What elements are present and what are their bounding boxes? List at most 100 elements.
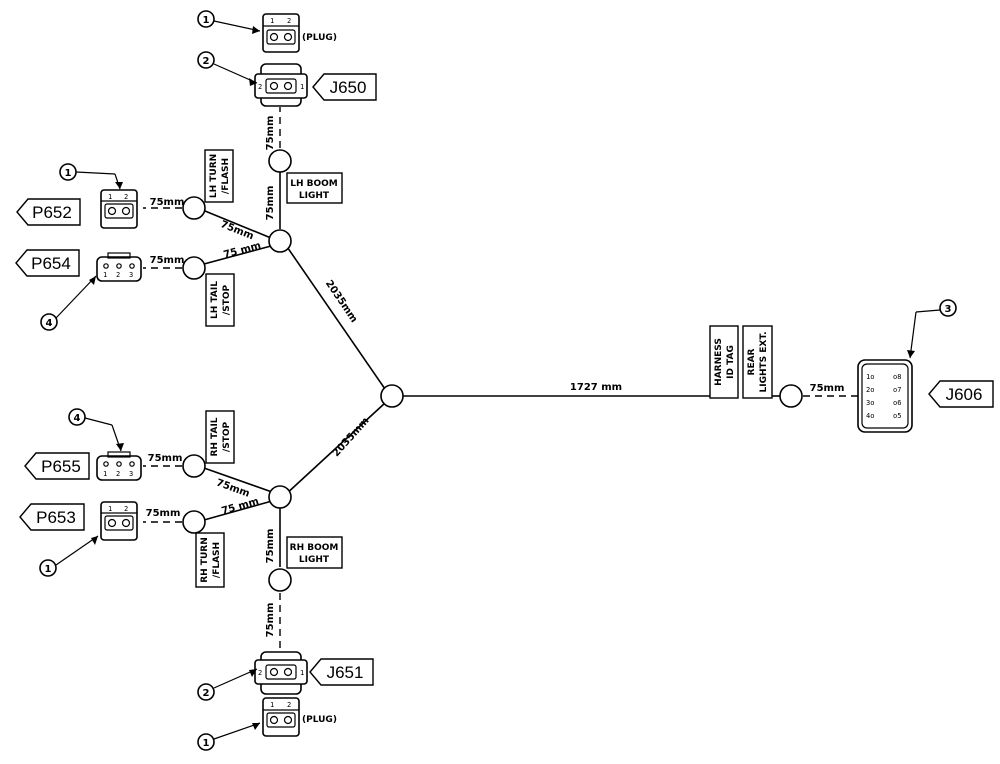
flag-p653: P653 (19, 503, 85, 531)
tag-harness-line2: ID TAG (726, 345, 736, 379)
callout-1-bottom-text: 1 (203, 738, 210, 749)
junction-upper (268, 229, 292, 253)
connector-p654: 1 2 3 (96, 252, 142, 282)
p653-pin1: 1 (108, 505, 112, 513)
plug-bottom-label: (PLUG) (302, 715, 337, 725)
tag-rh-tail-stop: RH TAIL /STOP (205, 410, 235, 464)
callout-2-j651: 2 (197, 668, 258, 701)
p653-pin2: 2 (124, 505, 128, 513)
connector-p655: 1 2 3 (96, 451, 142, 481)
wire-upper-to-lh-tail (203, 245, 272, 265)
callout-4-p655-text: 4 (74, 413, 81, 424)
lower-branch-wire (283, 402, 386, 497)
tag-lh-tail-stop: LH TAIL /STOP (205, 273, 235, 327)
length-label-j650: 75mm (265, 116, 276, 151)
callout-2-j651-text: 2 (203, 688, 210, 699)
tag-rear-line1: REAR (747, 348, 757, 375)
j606-pin6: o6 (893, 399, 901, 407)
upper-branch-wire (282, 240, 386, 390)
tag-rh-boom-line2: LIGHT (299, 555, 330, 565)
p655-pin1: 1 (103, 470, 107, 478)
flag-j650: J650 (312, 73, 377, 101)
tag-lh-boom-line2: LIGHT (299, 191, 330, 201)
j651-pin2: 2 (258, 669, 262, 677)
length-label-p652: 75mm (150, 197, 185, 208)
flag-p654-text: P654 (31, 254, 71, 273)
plug-bottom-pin1: 1 (270, 701, 274, 709)
callout-1-p653: 1 (39, 535, 99, 577)
tag-rh-boom-line1: RH BOOM (290, 543, 339, 553)
j606-pin5: o5 (893, 412, 901, 420)
plug-top-pin1: 1 (270, 17, 274, 25)
j606-pin4: 4o (866, 412, 874, 420)
p655-pin3: 3 (129, 470, 133, 478)
node-lh-turn (182, 196, 206, 220)
length-label-p655: 75mm (148, 453, 183, 464)
connector-p652: 1 2 (100, 189, 138, 229)
p652-pin2: 2 (124, 193, 128, 201)
plug-bottom-pin2: 2 (287, 701, 291, 709)
j606-pin1: 1o (866, 373, 874, 381)
length-label-rh-tail: 75mm (215, 478, 251, 500)
plug-top: 1 2 (PLUG) (262, 13, 337, 53)
length-label-p654: 75mm (150, 255, 185, 266)
callout-4-p654: 4 (40, 275, 97, 331)
node-lh-boom (268, 149, 292, 173)
flag-p654: P654 (15, 249, 80, 277)
tag-lh-boom-line1: LH BOOM (290, 179, 338, 189)
j650-pin1: 1 (300, 83, 304, 91)
flag-p655-text: P655 (41, 457, 81, 476)
flag-j651-text: J651 (327, 663, 364, 682)
tag-harness-id: HARNESS ID TAG (709, 325, 739, 399)
length-label-upper-branch: 2035mm (323, 278, 359, 325)
tag-harness-line1: HARNESS (714, 338, 724, 386)
tag-lh-tail-line1: LH TAIL (210, 281, 220, 319)
p655-pin2: 2 (116, 470, 120, 478)
p654-pin2: 2 (116, 271, 120, 279)
callout-2-j650: 2 (197, 51, 258, 86)
callout-4-p654-text: 4 (46, 318, 53, 329)
connector-p653: 1 2 (100, 501, 138, 541)
junction-lower (268, 485, 292, 509)
wire-lower-to-rh-tail (203, 467, 273, 493)
j606-pin3: 3o (866, 399, 874, 407)
length-label-lower-branch: 2035mm (331, 416, 372, 460)
tag-rh-tail-line2: /STOP (222, 422, 232, 453)
flag-j650-text: J650 (330, 78, 367, 97)
length-label-rh-boom: 75mm (265, 529, 276, 564)
tag-rh-tail-line1: RH TAIL (210, 417, 220, 456)
length-label-rh-turn: 75 mm (220, 496, 260, 517)
p652-pin1: 1 (108, 193, 112, 201)
p654-pin1: 1 (103, 271, 107, 279)
flag-p652: P652 (16, 198, 81, 226)
plug-top-pin2: 2 (287, 17, 291, 25)
callout-4-p655: 4 (68, 408, 124, 452)
flag-p652-text: P652 (32, 203, 72, 222)
callout-1-top-plug: 1 (197, 10, 261, 34)
tag-lh-tail-line2: /STOP (222, 285, 232, 316)
node-rh-tail (182, 454, 206, 478)
flag-p655: P655 (24, 452, 90, 480)
flag-j606-text: J606 (946, 385, 983, 404)
node-j606 (779, 384, 803, 408)
flag-p653-text: P653 (36, 508, 76, 527)
wire-lower-to-rh-turn (203, 500, 273, 521)
tag-rh-turn-line1: RH TURN (200, 537, 210, 583)
tag-lh-turn-line2: /FLASH (221, 158, 231, 194)
j651-pin1: 1 (300, 669, 304, 677)
flag-j651: J651 (309, 658, 374, 686)
connector-j651: 2 1 (254, 651, 308, 695)
tag-rear-line2: LIGHTS EXT. (759, 331, 769, 392)
callout-1-p652: 1 (59, 163, 123, 190)
wire-upper-to-lh-turn (204, 210, 272, 239)
length-label-j606: 75mm (810, 383, 845, 394)
tag-rh-boom-light: RH BOOM LIGHT (286, 536, 343, 569)
callout-2-top-text: 2 (203, 56, 210, 67)
plug-top-label: (PLUG) (302, 33, 337, 43)
junction-main (380, 384, 404, 408)
callout-1-p652-text: 1 (65, 168, 72, 179)
length-label-lh-tail: 75 mm (222, 240, 262, 261)
j606-pin2: 2o (866, 386, 874, 394)
tag-lh-turn-flash: LH TURN /FLASH (204, 149, 234, 203)
